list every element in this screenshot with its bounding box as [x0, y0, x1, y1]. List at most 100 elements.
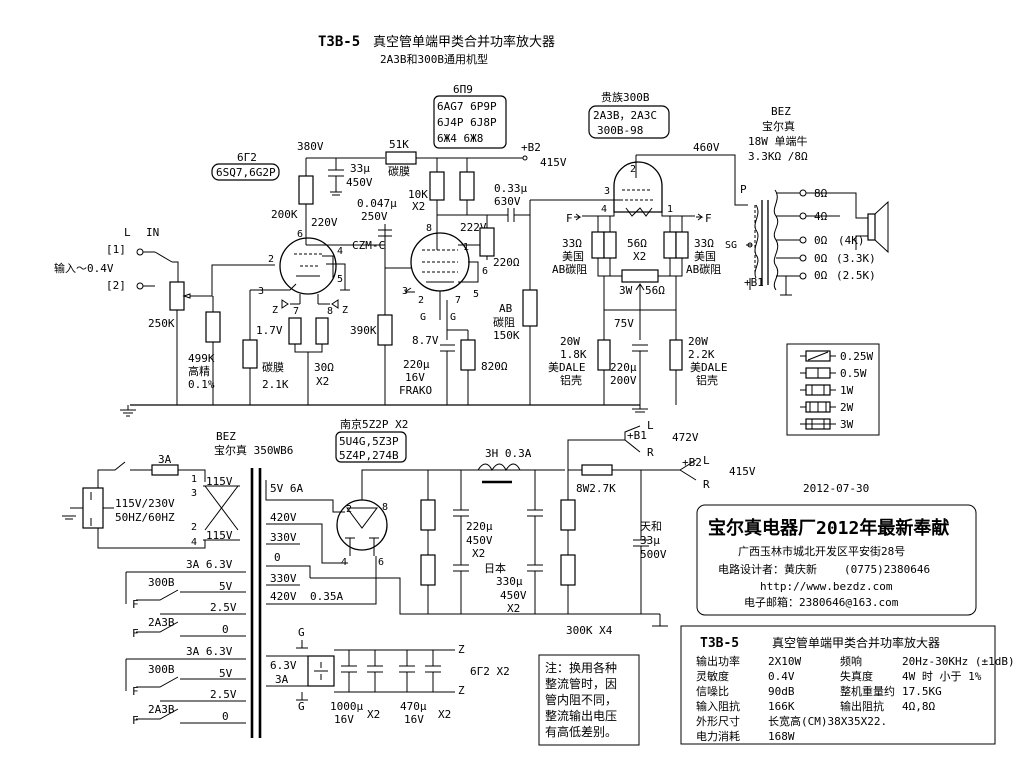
- label-220u: 220μ: [403, 358, 430, 371]
- output-tube-envelope: [613, 161, 663, 213]
- spec-key2: 失真度: [840, 669, 873, 683]
- resistor-200k: [298, 175, 314, 205]
- label-in: IN: [146, 226, 159, 239]
- rectifier-alt2: 5Z4P,274B: [339, 449, 399, 462]
- legend-label: 0.5W: [840, 367, 867, 380]
- label-rl-al: 铝壳: [560, 373, 582, 387]
- output-transformer: BEZ 宝尔真 18W 单端牛 3.3KΩ /8Ω P SG +B1 8Ω 4Ω…: [725, 105, 889, 296]
- label-51k: 51K: [389, 138, 409, 151]
- coupling-section: 0.33μ 630V AB 碳阻 150K: [487, 182, 620, 405]
- company-address: 广西玉林市城北开发区平安街28号: [738, 544, 905, 558]
- spec-value: 2X10W: [768, 655, 801, 668]
- label-c200v: 200V: [610, 374, 637, 387]
- speaker-magnet: [867, 213, 876, 241]
- spec-value: 长宽高(CM)38X35X22.: [768, 714, 887, 728]
- legend-row: 3W: [800, 418, 854, 431]
- company-designer: 电路设计者：黄庆新: [718, 562, 817, 576]
- label-33b: 33Ω: [694, 237, 714, 250]
- legend-label: 1W: [840, 384, 854, 397]
- label-b2: +B2: [521, 141, 541, 154]
- driver-stage-6p9: 6П9 6AG7 6P9P 6J4P 6J8P 6Ж4 6Ж8 51K 碳膜 +…: [385, 83, 567, 405]
- tube1-z1: Z: [272, 305, 278, 316]
- note-line1: 注：换用各种: [545, 660, 617, 675]
- drawing-date: 2012-07-30: [803, 482, 869, 495]
- tube1-pin4: 4: [337, 246, 343, 257]
- label-heater-z1: Z: [458, 643, 465, 656]
- input-jack-2: [136, 282, 144, 290]
- label-0-047u: 0.047μ: [357, 197, 397, 210]
- output-stage-300b: 贵族300B 2A3B，2A3C 300B-98 460V 2 3 4 1 F …: [548, 90, 748, 413]
- tube1-pin6: 6: [297, 229, 303, 240]
- spec-value: 90dB: [768, 685, 795, 698]
- tube1-pin2: 2: [268, 254, 274, 265]
- ot-tap-0a: 0Ω: [814, 234, 828, 247]
- label-volume-250k: 250K: [148, 317, 175, 330]
- spec-key: 外形尺寸: [696, 714, 740, 728]
- label-330v-b: 330V: [270, 572, 297, 585]
- label-472v: 472V: [672, 431, 699, 444]
- bleeder-2: [420, 554, 436, 586]
- pt-primary-links: [203, 485, 240, 541]
- label-1000u: 1000μ: [330, 700, 363, 713]
- label-33b-ab: AB碳阻: [686, 262, 721, 276]
- label-33a: 33Ω: [562, 237, 582, 250]
- note-line4: 整流输出电压: [545, 708, 617, 723]
- label-carbon-film: 碳膜: [262, 360, 284, 374]
- label-330u-450v: 450V: [500, 589, 527, 602]
- ot-spec: 18W 单端牛: [748, 134, 808, 148]
- label-6g2-x2: 6Г2 X2: [470, 665, 510, 678]
- label-h1-300b: 300B: [148, 576, 175, 589]
- label-33b-usa: 美国: [694, 250, 716, 263]
- label-330v-a: 330V: [270, 531, 297, 544]
- company-website: http://www.bezdz.com: [760, 580, 893, 593]
- specs-model: T3B-5: [700, 636, 739, 651]
- resistor-33a-2: [603, 231, 617, 259]
- resistor-legend: 0.25W 0.5W 1W 2W 3W: [786, 343, 880, 436]
- tube2-pin8: 8: [426, 223, 432, 234]
- company-email: 电子邮箱：2380646@163.com: [744, 595, 899, 609]
- company-box: 宝尔真电器厂2012年最新奉献 广西玉林市城北开发区平安街28号 电路设计者：黄…: [696, 504, 977, 616]
- label-500v: 500V: [640, 548, 667, 561]
- spec-key2: 输出阻抗: [840, 699, 884, 713]
- ot-sg: SG: [725, 240, 737, 251]
- label-1000u-16v: 16V: [334, 713, 354, 726]
- note-line2: 整流管时，因: [545, 676, 617, 691]
- tube2-g1: G: [420, 312, 426, 323]
- label-ps-b2: +B2: [682, 456, 702, 469]
- ot-tap-4k: (4K): [838, 234, 865, 247]
- label-330u: 330μ: [496, 575, 523, 588]
- tube2-pin6: 6: [482, 266, 488, 277]
- tube1-pin7: 7: [293, 306, 299, 317]
- label-h2-2-5v: 2.5V: [210, 688, 237, 701]
- spec-key: 输入阻抗: [696, 699, 740, 713]
- resistor-10k-a: [429, 171, 445, 201]
- label-0-35a: 0.35A: [310, 590, 343, 603]
- label-rr-al: 铝壳: [696, 373, 718, 387]
- label-300k-x4: 300K X4: [566, 624, 613, 637]
- label-420v-a: 420V: [270, 511, 297, 524]
- label-ab: AB: [499, 302, 513, 315]
- legend-row: 2W: [800, 401, 854, 414]
- legend-label: 0.25W: [840, 350, 873, 363]
- tube2-alt1: 6AG7 6P9P: [437, 100, 497, 113]
- label-33u-450v: 450V: [346, 176, 373, 189]
- label-input-1: [1]: [106, 243, 126, 256]
- resistor-51k: [385, 151, 417, 165]
- output-tube-pin4: 4: [601, 204, 607, 215]
- label-h1-5v: 5V: [219, 580, 233, 593]
- label-200k: 200K: [271, 208, 298, 221]
- label-h1-2a3b: 2A3B: [148, 616, 175, 629]
- spec-key: 灵敏度: [696, 669, 729, 683]
- label-33u-500v: 33μ: [640, 534, 660, 547]
- spec-row: 外形尺寸 长宽高(CM)38X35X22.: [696, 714, 887, 728]
- label-75v: 75V: [614, 317, 634, 330]
- title-model: T3B-5: [318, 34, 360, 50]
- label-1000u-x2: X2: [367, 708, 380, 721]
- resistor-390k: [377, 314, 393, 346]
- label-rl-20w: 20W: [560, 335, 580, 348]
- tube1-z2: Z: [342, 305, 348, 316]
